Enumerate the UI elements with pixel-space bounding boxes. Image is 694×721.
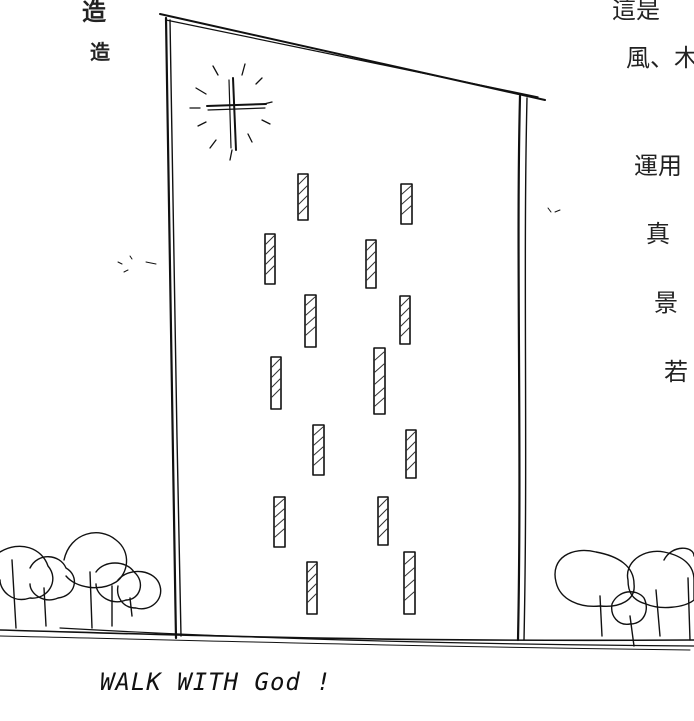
right-text-line-4: 真 <box>646 220 670 248</box>
building-left-edge <box>164 16 178 640</box>
building-right-edge <box>516 94 522 642</box>
handwritten-caption: WALK WITH God ! <box>100 668 332 696</box>
right-text-line-5: 景 <box>654 289 678 317</box>
right-text-line-2: 風、木 <box>626 44 694 72</box>
cross-icon <box>189 63 273 161</box>
right-text-line-1: 這是 <box>612 0 660 24</box>
right-trees <box>554 547 694 647</box>
left-subheading-char: 造 <box>90 40 110 64</box>
right-text-line-6: 若 <box>664 358 688 386</box>
right-text-line-3: 運用 <box>634 152 682 180</box>
window-pattern <box>264 173 417 615</box>
left-trees <box>0 532 162 629</box>
left-heading-char: 造 <box>82 0 106 26</box>
